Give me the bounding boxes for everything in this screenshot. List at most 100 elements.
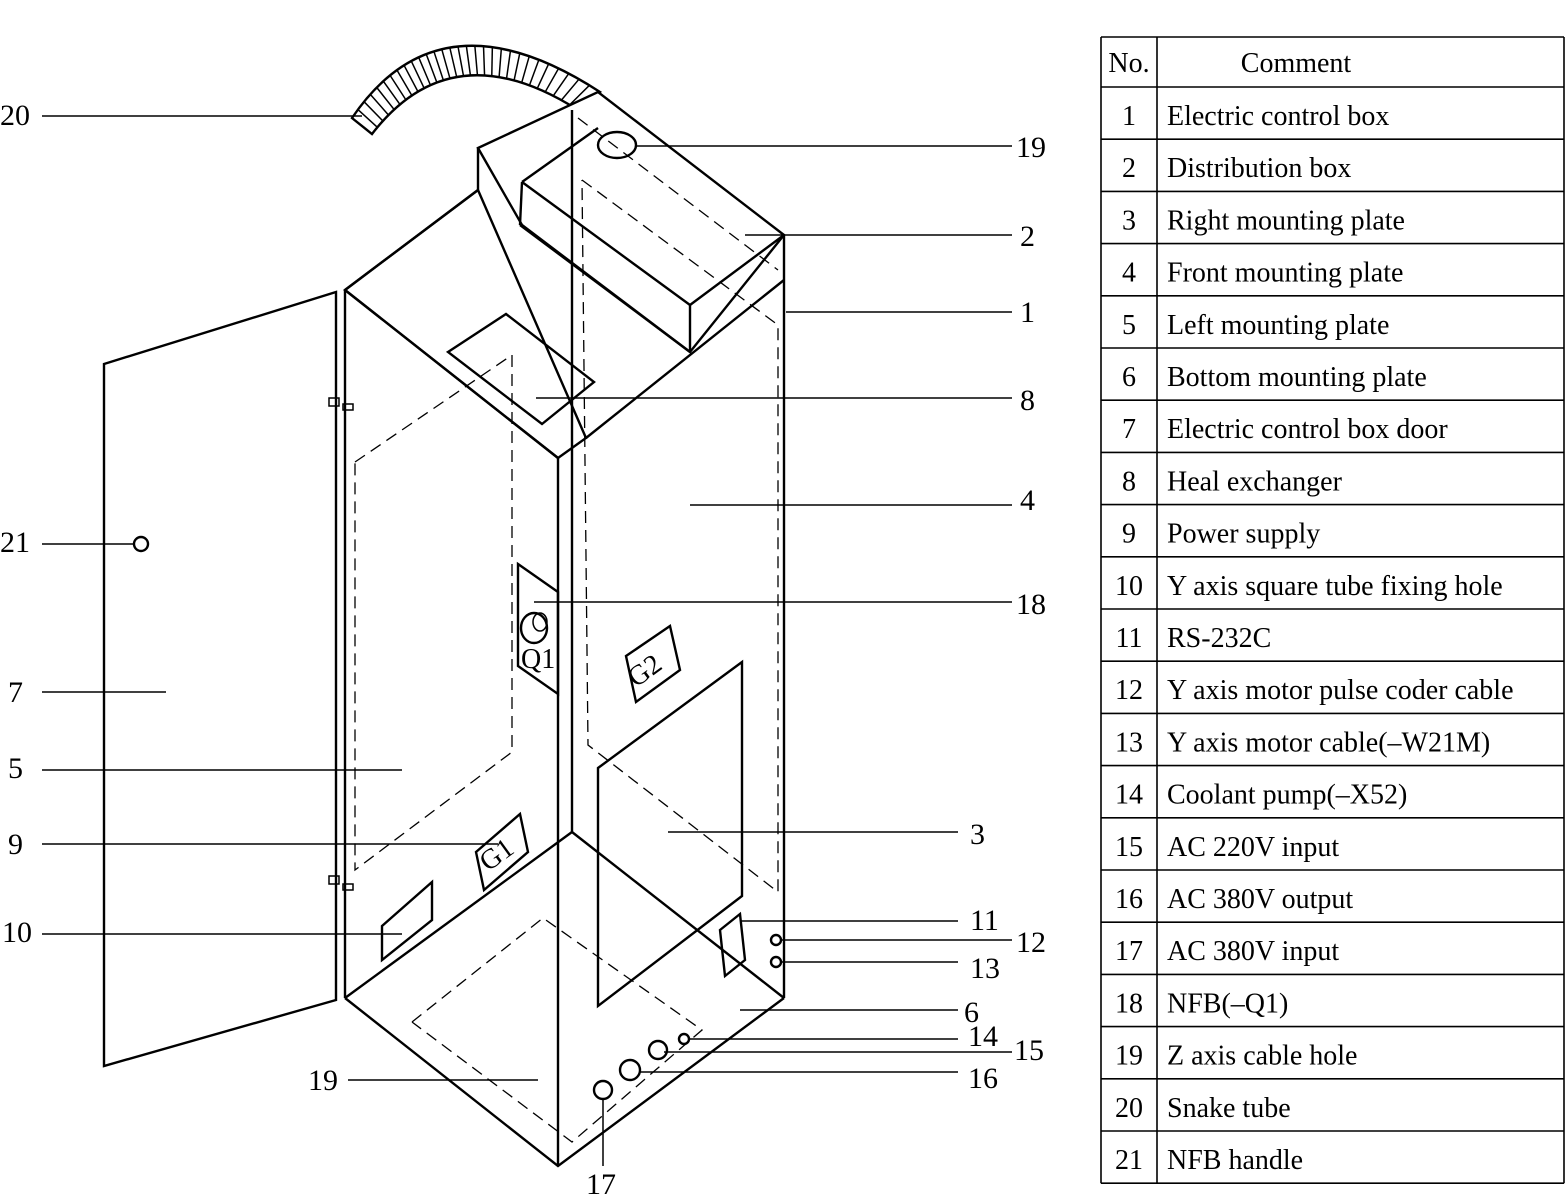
callout-17: 17 [586,1168,616,1197]
table-cell-no: 21 [1115,1145,1143,1176]
table-cell-comment: Y axis square tube fixing hole [1167,571,1503,602]
q1-marking: Q1 [521,644,555,675]
table-cell-no: 9 [1122,519,1136,550]
snake-tube-rib [536,63,550,89]
callout-18: 18 [1016,588,1046,621]
table-cell-no: 3 [1122,205,1136,236]
table-cell-comment: Y axis motor cable(–W21M) [1167,727,1490,758]
cabinet-drawing: Q1 G2 G1 [102,44,786,1168]
callout-14: 14 [968,1020,998,1053]
table-cell-no: 15 [1115,832,1143,863]
nfb-q1-icon: Q1 [516,561,560,697]
snake-tube-rib [363,101,384,122]
callout-13: 13 [970,952,1000,985]
table-cell-no: 19 [1115,1041,1143,1072]
leader-lines [42,115,1012,1166]
table-cell-no: 1 [1122,101,1136,132]
table-header-no: No. [1108,48,1149,79]
cable-hole-icon [596,130,638,160]
callout-19-bottom: 19 [308,1064,338,1097]
table-cell-no: 11 [1116,623,1143,654]
snake-tube-rib [465,45,472,76]
callout-21: 21 [0,526,30,559]
snake-tube-rib [425,53,438,83]
table-cell-no: 10 [1115,571,1143,602]
table-cell-no: 2 [1122,153,1136,184]
snake-tube-rib [498,48,503,78]
snake-tube-rib [410,60,425,89]
table-cell-no: 14 [1115,780,1143,811]
snake-tube-rib [544,68,560,93]
table-cell-comment: RS-232C [1167,623,1271,654]
callout-20: 20 [0,99,30,132]
table-cell-no: 13 [1115,727,1143,758]
snake-tube-rib [491,47,494,77]
table-cell-no: 12 [1115,675,1143,706]
snake-tube-rib [369,93,390,116]
table-cell-comment: Power supply [1167,519,1320,550]
callout-10: 10 [2,916,32,949]
snake-tube-rib [403,64,419,92]
table-cell-no: 4 [1122,258,1136,289]
snake-tube-rib [482,46,486,76]
snake-tube-rib [505,50,512,79]
callout-1: 1 [1020,296,1035,329]
snake-tube-rib [528,59,540,86]
snake-tube-rib [382,80,401,105]
snake-tube-rib [569,84,590,106]
square-tube-hole-icon [380,879,434,963]
right-mounting-plate-icon [596,659,744,1009]
hidden-lines [354,117,779,1143]
table-cell-comment: Coolant pump(–X52) [1167,780,1407,811]
table-header-comment: Comment [1241,48,1352,79]
table-cell-no: 7 [1122,414,1136,445]
callout-labels: 20 19 2 1 8 4 21 18 7 5 3 9 11 12 10 13 … [0,99,1046,1197]
table-cell-no: 17 [1115,936,1143,967]
ac380v-output-hole-icon [618,1058,642,1082]
callout-11: 11 [970,904,999,937]
snake-tube-rib [449,47,458,78]
table-cell-comment: Front mounting plate [1167,258,1403,289]
snake-tube-rib [376,87,395,111]
callout-4: 4 [1020,484,1035,517]
table-cell-comment: Distribution box [1167,153,1351,184]
snake-tube-rib [441,49,451,79]
table-cell-no: 6 [1122,362,1136,393]
table-cell-comment: Left mounting plate [1167,310,1389,341]
rs232c-connector-icon [718,911,747,979]
table-cell-comment: AC 380V output [1167,884,1353,915]
callout-16: 16 [968,1062,998,1095]
table-cell-comment: Z axis cable hole [1167,1041,1357,1072]
table-cell-comment: Snake tube [1167,1093,1291,1124]
table-cell-comment: NFB handle [1167,1145,1303,1176]
pulse-coder-cable-hole-icon [769,933,783,947]
table-cell-no: 16 [1115,884,1143,915]
snake-tube-rib [433,51,445,81]
table-cell-comment: AC 380V input [1167,936,1339,967]
table-cell-no: 20 [1115,1093,1143,1124]
control-box-door-icon [102,290,354,1068]
snake-tube-rib [357,109,378,128]
callout-3: 3 [970,818,985,851]
snake-tube-rib [513,53,521,81]
snake-tube-rib [560,78,580,101]
table-cell-no: 18 [1115,988,1143,1019]
callout-8: 8 [1020,384,1035,417]
table-cell-no: 8 [1122,466,1136,497]
table-cell-comment: Y axis motor pulse coder cable [1167,675,1514,706]
callout-9: 9 [8,828,23,861]
snake-tube-rib [396,69,413,96]
table-cell-comment: Bottom mounting plate [1167,362,1427,393]
motor-cable-hole-icon [769,955,783,969]
callout-2: 2 [1020,220,1035,253]
table-cell-comment: Electric control box [1167,101,1389,132]
ac380v-input-hole-icon [592,1079,614,1101]
ac220v-input-hole-icon [647,1039,669,1061]
snake-tube-rib [417,57,432,86]
snake-tube-rib [474,45,479,76]
g1-power-supply-icon: G1 [474,811,530,893]
callout-15: 15 [1014,1034,1044,1067]
heat-exchanger-icon [445,312,596,426]
callout-19-top: 19 [1016,131,1046,164]
snake-tube-rib [389,74,407,101]
